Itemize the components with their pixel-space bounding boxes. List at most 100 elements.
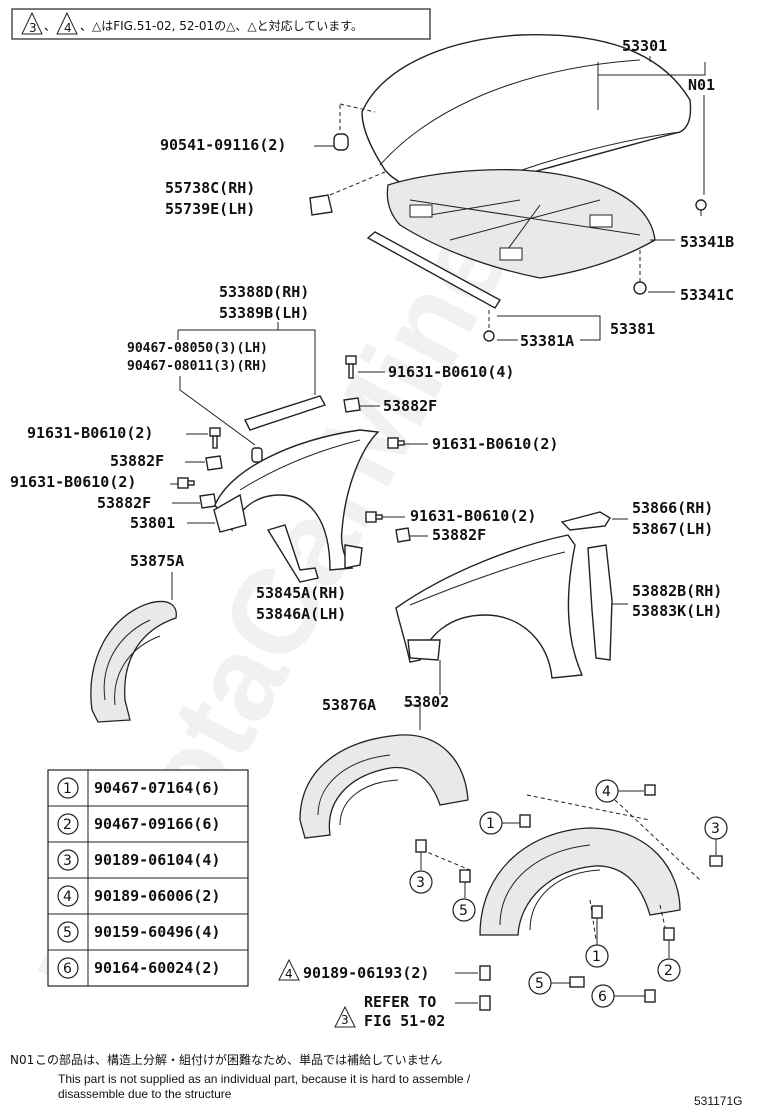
svg-text:REFER TO: REFER TO	[364, 993, 436, 1011]
bolt-icon	[387, 437, 405, 449]
svg-text:2: 2	[664, 963, 673, 979]
callout-3-right: 3	[704, 816, 728, 867]
footer-jp: この部品は、構造上分解・組付けが困難なため、単品では補給していません	[35, 1052, 442, 1067]
insulator-clip	[633, 281, 647, 295]
label-53301: 53301	[622, 37, 667, 55]
callout-1-upper: 1	[479, 811, 531, 835]
svg-text:1: 1	[592, 949, 601, 965]
label-55739E: 55739E(LH)	[165, 200, 255, 218]
table-row-part: 90189-06104(4)	[94, 851, 220, 869]
label-53389B: 53389B(LH)	[219, 304, 309, 322]
diagram-code: 531171G	[694, 1094, 743, 1108]
hood-seal-clip	[309, 194, 333, 216]
svg-text:90189-06193(2): 90189-06193(2)	[303, 964, 429, 982]
table-row-part: 90164-60024(2)	[94, 959, 220, 977]
label-53381: 53381	[610, 320, 655, 338]
table-row-num: 3	[63, 853, 72, 869]
svg-text:4: 4	[602, 784, 611, 800]
label-53845A: 53845A(RH)	[256, 584, 346, 602]
triangle-4-icon	[56, 11, 78, 35]
fastener-table: 1 90467-07164(6) 2 90467-09166(6) 3 9018…	[47, 769, 249, 987]
callout-5-left: 5	[452, 869, 476, 922]
label-91631-B0610-4: 91631-B0610(4)	[388, 363, 514, 381]
table-row-part: 90467-09166(6)	[94, 815, 220, 833]
label-55738C: 55738C(RH)	[165, 179, 255, 197]
label-53875A: 53875A	[130, 552, 184, 570]
fender-liner-53875A	[90, 600, 177, 723]
footer-en-1: This part is not supplied as an individu…	[58, 1072, 471, 1086]
svg-text:3: 3	[341, 1013, 349, 1027]
footer-en-2: disassemble due to the structure	[58, 1087, 232, 1101]
label-53846A: 53846A(LH)	[256, 605, 346, 623]
callout-3-left: 3	[409, 839, 433, 894]
label-53882F-a: 53882F	[383, 397, 437, 415]
table-row-num: 6	[63, 961, 72, 977]
footer-label: N01	[10, 1053, 34, 1067]
table-row-part: 90467-07164(6)	[94, 779, 220, 797]
label-53876A: 53876A	[322, 696, 376, 714]
header-tri-4: 4	[64, 21, 72, 35]
fender-bracket-nut	[199, 493, 217, 509]
label-53882B: 53882B(RH)	[632, 582, 722, 600]
label-91631-B0610-2a: 91631-B0610(2)	[27, 424, 153, 442]
triangle-4-icon	[278, 958, 300, 981]
table-row-num: 5	[63, 925, 72, 941]
label-N01: N01	[688, 76, 715, 94]
hood-cushion	[333, 133, 349, 151]
label-90467-08050: 90467-08050(3)(LH)	[127, 341, 268, 356]
label-53801: 53801	[130, 514, 175, 532]
callout-4: 4	[595, 779, 656, 803]
label-53388D: 53388D(RH)	[219, 283, 309, 301]
label-53381A: 53381A	[520, 332, 574, 350]
label-90467-08011: 90467-08011(3)(RH)	[127, 359, 268, 374]
svg-text:3: 3	[711, 821, 720, 837]
fender-clip	[251, 447, 263, 463]
refer-to-fig: 3 REFER TO FIG 51-02	[334, 993, 491, 1030]
fender-bracket-nut	[395, 527, 411, 543]
table-row-part: 90189-06006(2)	[94, 887, 220, 905]
svg-text:FIG 51-02: FIG 51-02	[364, 1012, 445, 1030]
fender-liner-lower	[479, 827, 681, 936]
label-53341C: 53341C	[680, 286, 734, 304]
fender-seal-53882B	[587, 544, 613, 661]
svg-text:6: 6	[598, 989, 607, 1005]
fender-bracket-nut	[205, 455, 223, 471]
bolt-icon	[177, 477, 195, 489]
table-row-part: 90159-60496(4)	[94, 923, 220, 941]
bolt-icon	[209, 427, 221, 449]
header-note: 3 、 4 、△はFIG.51-02, 52-01の△、△と対応しています。	[11, 8, 431, 40]
callout-6: 6	[591, 984, 656, 1008]
table-row-num: 1	[63, 781, 72, 797]
hood-clip-n01	[695, 199, 707, 216]
fender-seal-strip	[244, 395, 327, 431]
svg-text:4: 4	[285, 967, 293, 981]
triangle-3-icon	[21, 11, 43, 35]
label-53867: 53867(LH)	[632, 520, 713, 538]
bolt-icon	[365, 511, 383, 523]
bolt-icon	[345, 355, 357, 379]
label-91631-B0610-2c: 91631-B0610(2)	[10, 473, 136, 491]
label-91631-B0610-2b: 91631-B0610(2)	[432, 435, 558, 453]
svg-text:1: 1	[486, 816, 495, 832]
table-row-num: 4	[63, 889, 72, 905]
triangle-3-icon	[334, 1005, 356, 1028]
header-tri-3: 3	[29, 21, 37, 35]
front-fender-53801	[213, 429, 380, 583]
front-fender-53802	[395, 534, 583, 679]
svg-text:、: 、	[44, 19, 56, 33]
label-53802: 53802	[404, 693, 449, 711]
label-53883K: 53883K(LH)	[632, 602, 722, 620]
fender-bracket-53866	[560, 511, 611, 531]
table-row-num: 2	[63, 817, 72, 833]
seal-clip	[483, 330, 495, 342]
callout-2: 2	[657, 927, 681, 982]
label-90541-09116: 90541-09116(2)	[160, 136, 286, 154]
label-53882F-d: 53882F	[432, 526, 486, 544]
label-53882F-b: 53882F	[110, 452, 164, 470]
header-note-text: 、△はFIG.51-02, 52-01の△、△と対応しています。	[80, 19, 363, 33]
callout-5-lower: 5	[528, 971, 585, 995]
svg-text:5: 5	[459, 903, 468, 919]
fender-liner-53876A	[299, 734, 469, 839]
label-91631-B0610-2d: 91631-B0610(2)	[410, 507, 536, 525]
